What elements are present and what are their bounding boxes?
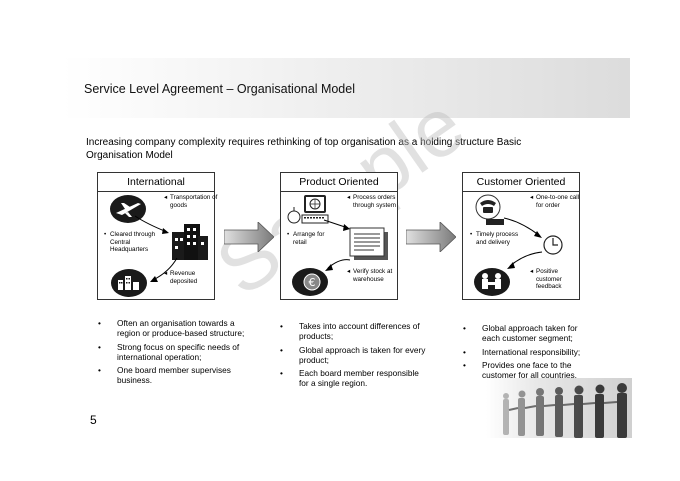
panel-1-arrows bbox=[134, 215, 178, 282]
note-timely: •Timely process and delivery bbox=[470, 231, 519, 246]
flow-arrow-1 bbox=[224, 222, 274, 252]
panel-title: International bbox=[98, 173, 214, 192]
panel-title: Product Oriented bbox=[281, 173, 397, 192]
list-item: Provides one face to the customer for al… bbox=[463, 360, 592, 380]
bullets-customer-oriented: Global approach taken for each customer … bbox=[463, 323, 592, 384]
note-one-to-one: ◂One-to-one call for order bbox=[530, 194, 580, 209]
note-verify-stock: ◂Verify stock at warehouse bbox=[347, 268, 393, 283]
note-revenue: ◂Revenue deposited bbox=[164, 270, 198, 285]
bullets-product-oriented: Takes into account differences of produc… bbox=[280, 321, 427, 392]
flow-arrow-2 bbox=[406, 222, 456, 252]
intro-text: Increasing company complexity requires r… bbox=[86, 137, 522, 161]
note-cleared: •Cleared through Central Headquarters bbox=[104, 231, 156, 254]
list-item: Strong focus on specific needs of intern… bbox=[98, 342, 257, 362]
bullets-international: Often an organisation towards a region o… bbox=[98, 318, 257, 389]
panel-title: Customer Oriented bbox=[463, 173, 579, 192]
panel-3-arrows bbox=[503, 217, 543, 269]
list-item: Global approach is taken for every produ… bbox=[280, 345, 427, 365]
page-number: 5 bbox=[90, 413, 97, 427]
list-item: Often an organisation towards a region o… bbox=[98, 318, 257, 338]
customers-icon bbox=[474, 268, 510, 296]
page-title: Service Level Agreement – Organisational… bbox=[84, 82, 355, 96]
list-item: Takes into account differences of produc… bbox=[280, 321, 427, 341]
note-transportation: ◂Transportation of goods bbox=[164, 194, 218, 209]
city-icon bbox=[111, 269, 147, 297]
list-item: International responsibility; bbox=[463, 347, 592, 357]
note-positive-feedback: ◂Positive customer feedback bbox=[530, 268, 562, 291]
list-item: Each board member responsible for a sing… bbox=[280, 368, 427, 388]
euro-coin-icon: € bbox=[292, 268, 328, 296]
airplane-icon bbox=[110, 195, 146, 223]
header-band bbox=[62, 58, 630, 118]
note-process-orders: ◂Process orders through system bbox=[347, 194, 397, 209]
computer-icon bbox=[287, 195, 329, 224]
telephone-icon bbox=[475, 194, 504, 225]
note-arrange-retail: •Arrange for retail bbox=[287, 231, 325, 246]
document-icon bbox=[349, 227, 388, 260]
building-icon bbox=[172, 224, 208, 260]
clock-icon bbox=[543, 235, 563, 255]
people-holding-hands-image bbox=[486, 378, 632, 438]
list-item: Global approach taken for each customer … bbox=[463, 323, 592, 343]
list-item: One board member supervises business. bbox=[98, 365, 257, 385]
panel-2-arrows bbox=[323, 219, 351, 271]
svg-text:€: € bbox=[309, 276, 316, 289]
